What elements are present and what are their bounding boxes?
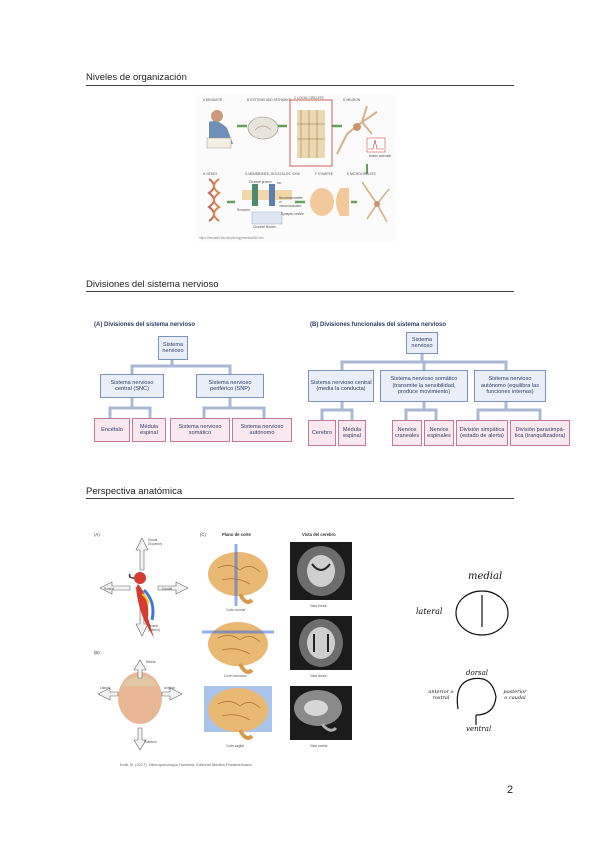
dir-dorsal: Dorsal (Superior) bbox=[148, 538, 163, 546]
leaf-somatico: Sistema nervioso somático bbox=[170, 418, 230, 442]
leaf-medula-espinal: Médula espinal bbox=[132, 418, 166, 442]
node-sistema-nervioso-b: Sistema nervioso bbox=[406, 332, 438, 354]
label-neurotransmitter: Neurotransmitter or neuromodulator bbox=[279, 196, 303, 208]
dir-medial-b: Medial bbox=[146, 660, 156, 664]
dir-caudal: Caudal bbox=[162, 587, 173, 591]
leaf-autonomo: Sistema nervioso autónomo bbox=[232, 418, 292, 442]
divisions-diagram-b: (B) Divisiones funcionales del sistema n… bbox=[306, 318, 572, 450]
page-number: 2 bbox=[507, 784, 514, 796]
leaf-nervios-espinales: Nervios espinales bbox=[424, 420, 454, 446]
divisions-b-title: (B) Divisiones funcionales del sistema n… bbox=[310, 322, 447, 328]
label-behavior: A BEHAVIOR bbox=[203, 98, 223, 102]
levels-of-organization-figure: A BEHAVIOR B SYSTEMS AND PATHWAYS C LOCA… bbox=[197, 94, 395, 242]
section-title-niveles: Niveles de organización bbox=[86, 72, 187, 83]
node-somatico-b: Sistema nervioso somático (transmite la … bbox=[380, 370, 468, 402]
section-title-perspectiva: Perspectiva anatómica bbox=[86, 486, 183, 497]
brain-view-header: Vista del cerebro bbox=[302, 532, 336, 537]
figure-source-url: https://dectarfs.info/physiology/medical… bbox=[199, 236, 264, 240]
handwritten-notes: medial lateral dorsal anterior o rostral… bbox=[410, 565, 530, 745]
note-posterior: posterior o caudal bbox=[503, 689, 527, 701]
leaf-medula-espinal-b: Médula espinal bbox=[338, 420, 366, 446]
node-snp: Sistema nervioso periférico (SNP) bbox=[196, 374, 264, 398]
leaf-parasimpatica: División parasimpá- tica (tranquilizador… bbox=[510, 420, 570, 446]
view-frontal-label: Vista frontal bbox=[310, 604, 327, 608]
dir-ventral: Ventral (Inferior) bbox=[148, 624, 161, 632]
label-synapse: F SYNAPSE bbox=[315, 172, 333, 176]
label-channel-protein: Channel protein bbox=[249, 180, 272, 184]
note-anterior: anterior o rostral bbox=[428, 689, 454, 701]
leaf-nervios-craneales: Nervios craneales bbox=[392, 420, 422, 446]
label-ion: Ion bbox=[277, 181, 282, 185]
divisions-b-connectors bbox=[320, 354, 542, 420]
node-sistema-nervioso: Sistema nervioso bbox=[158, 336, 188, 360]
figure-citation: Kolb, B. (2017). Neuropsicología Humana.… bbox=[120, 762, 253, 767]
node-snc: Sistema nervioso central (SNC) bbox=[100, 374, 164, 398]
label-action-potential: Action potential bbox=[369, 154, 391, 158]
divisions-a-connectors bbox=[108, 360, 266, 418]
label-neuron: D NEURON bbox=[343, 98, 361, 102]
dir-rostral: Rostral bbox=[104, 587, 115, 591]
label-receptor: Receptor bbox=[237, 208, 250, 212]
note-medial: medial bbox=[468, 571, 503, 582]
cut-coronal-label: Corte coronal bbox=[226, 608, 246, 612]
panel-c-label: (C) bbox=[200, 532, 206, 537]
divisions-diagram-a: (A) Divisiones del sistema nervioso Sist… bbox=[92, 318, 292, 450]
levels-diagram bbox=[197, 94, 395, 242]
brain-horizontal bbox=[202, 622, 274, 674]
label-genes: H GENES bbox=[203, 172, 218, 176]
label-local-circuits: C LOCAL CIRCUITS bbox=[294, 96, 324, 100]
anatomy-drawing bbox=[97, 537, 352, 751]
cut-sagittal-label: Corte sagital bbox=[226, 744, 244, 748]
section-rule bbox=[86, 498, 514, 499]
label-channel-blocker: Channel blocker bbox=[253, 225, 277, 229]
leaf-cerebro: Cerebro bbox=[308, 420, 336, 446]
plane-of-cut-header: Plano de corte bbox=[222, 532, 251, 537]
node-autonomo-b: Sistema nervioso autónomo (equilibra las… bbox=[474, 370, 546, 402]
anatomical-perspective-figure: (A) (B) (C) Plano de corte Vista del cer… bbox=[90, 528, 370, 772]
label-synaptic-vesicle: Synaptic vesicle bbox=[281, 212, 304, 216]
note-dorsal: dorsal bbox=[466, 669, 489, 677]
section-rule bbox=[86, 85, 514, 86]
brain-coronal bbox=[208, 544, 268, 606]
divisions-a-title: (A) Divisiones del sistema nervioso bbox=[94, 322, 196, 328]
dir-lateral-b: Lateral bbox=[100, 686, 110, 690]
panel-b-label: (B) bbox=[94, 650, 100, 655]
brain-sagittal bbox=[204, 686, 272, 740]
cut-horizontal-label: Corte horizontal bbox=[224, 674, 247, 678]
section-title-divisiones: Divisiones del sistema nervioso bbox=[86, 279, 219, 290]
label-membranes: G MEMBRANES, MOLECULES, IONS bbox=[245, 172, 300, 176]
label-microcircuits: E MICROCIRCUITS bbox=[347, 172, 376, 176]
dir-anterior-b: Anterior bbox=[164, 686, 176, 690]
node-snc-b: Sistema nervioso central (media la condu… bbox=[308, 370, 374, 402]
note-lateral: lateral bbox=[416, 607, 443, 616]
label-systems: B SYSTEMS AND PATHWAYS bbox=[247, 98, 291, 102]
section-rule bbox=[86, 291, 514, 292]
leaf-simpatica: División simpática (estado de alerta) bbox=[456, 420, 508, 446]
view-dorsal-label: Vista dorsal bbox=[310, 674, 327, 678]
note-ventral: ventral bbox=[466, 725, 492, 733]
panel-a-label: (A) bbox=[94, 532, 100, 537]
leaf-encefalo: Encéfalo bbox=[94, 418, 130, 442]
dir-posterior-b: Posterior bbox=[144, 740, 157, 744]
handwritten-sketches bbox=[455, 590, 509, 725]
view-medial-label: Vista medial bbox=[310, 744, 328, 748]
